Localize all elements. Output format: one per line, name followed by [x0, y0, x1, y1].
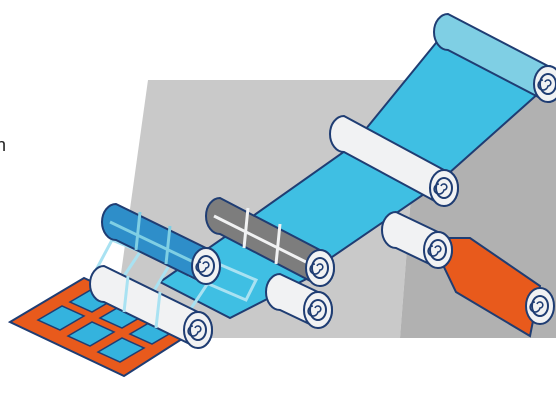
spiral-end-cap-icon: [534, 66, 556, 102]
spiral-end-cap-icon: [304, 292, 332, 328]
roller-orange-end: [526, 288, 554, 324]
spiral-end-cap-icon: [192, 248, 220, 284]
spiral-end-cap-icon: [430, 170, 458, 206]
spiral-end-cap-icon: [306, 250, 334, 286]
spiral-end-cap-icon: [526, 288, 554, 324]
spiral-end-cap-icon: [424, 232, 452, 268]
spiral-end-cap-icon: [184, 312, 212, 348]
